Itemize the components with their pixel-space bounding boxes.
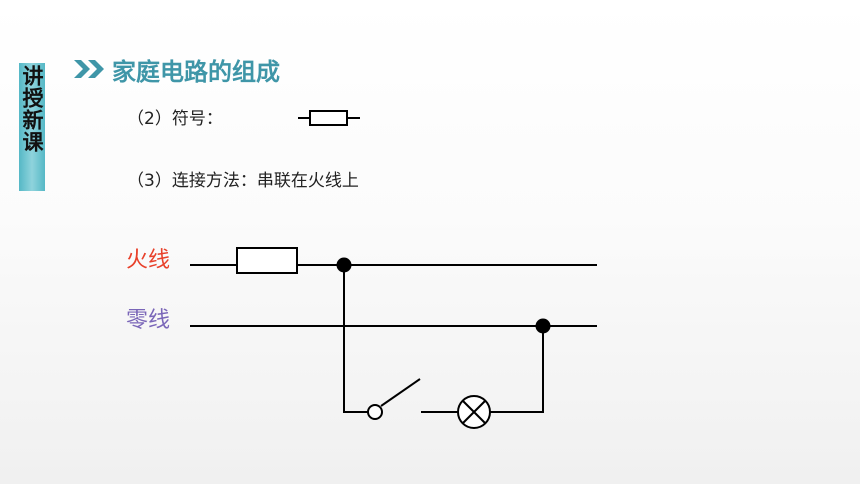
branch-wire-right — [490, 326, 544, 413]
page-title: 家庭电路的组成 — [112, 58, 280, 86]
fuse — [236, 247, 298, 274]
switch-blade — [380, 378, 421, 407]
neutral-wire-label: 零线 — [126, 308, 171, 333]
branch-wire-left — [343, 265, 368, 413]
switch-pivot — [367, 404, 383, 420]
side-section-label: 讲授新课 — [20, 65, 44, 153]
symbol-item: （2）符号： — [127, 109, 223, 129]
fire-wire-label: 火线 — [126, 248, 171, 273]
side-section-tab: 讲授新课 — [19, 63, 45, 191]
double-chevron-right-icon — [74, 60, 104, 78]
connection-method-item: （3）连接方法：串联在火线上 — [127, 171, 359, 191]
lamp-symbol — [457, 395, 491, 429]
